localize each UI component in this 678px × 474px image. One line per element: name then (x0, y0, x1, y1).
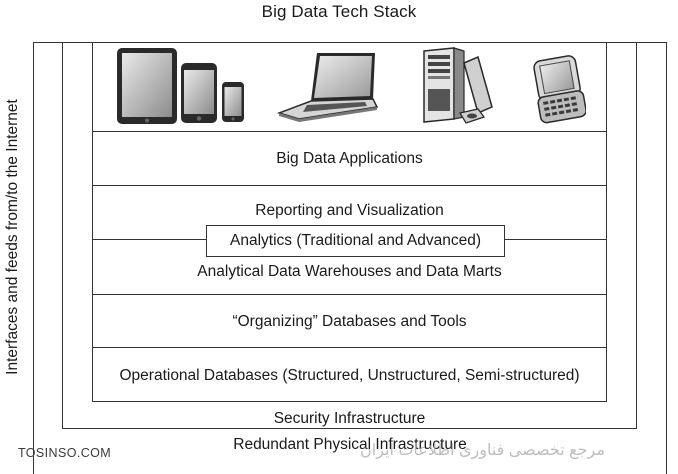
application-stack: Big Data Applications Reporting and Visu… (92, 42, 607, 402)
server-tower-icon (423, 47, 493, 124)
divider-applications (93, 131, 606, 132)
layer-data-warehouses: Analytical Data Warehouses and Data Mart… (197, 263, 502, 280)
diagram-title: Big Data Tech Stack (261, 2, 417, 21)
layer-physical-infrastructure: Redundant Physical Infrastructure (233, 436, 467, 453)
divider-reporting (93, 185, 606, 186)
layer-security-infrastructure: Security Infrastructure (273, 410, 426, 427)
layer-organizing-databases: “Organizing” Databases and Tools (232, 313, 467, 330)
layer-big-data-applications: Big Data Applications (276, 150, 423, 167)
smartphone-icon (181, 63, 217, 123)
layer-analytics: Analytics (Traditional and Advanced) (206, 225, 505, 257)
small-phone-icon (222, 82, 244, 122)
layer-operational-databases: Operational Databases (Structured, Unstr… (119, 367, 580, 384)
divider-organizing (93, 347, 606, 348)
tablet-icon (117, 48, 177, 124)
watermark-site: TOSINSO.COM (18, 446, 112, 460)
slider-phone-icon (533, 55, 586, 124)
internet-interfaces-label: Interfaces and feeds from/to the Interne… (4, 99, 21, 375)
layer-reporting-visualization: Reporting and Visualization (255, 202, 444, 219)
watermark-tagline: مرجع تخصصی فناوری اطلاعات ایران (360, 442, 605, 459)
divider-warehouses (93, 294, 606, 295)
laptop-icon (277, 53, 379, 122)
